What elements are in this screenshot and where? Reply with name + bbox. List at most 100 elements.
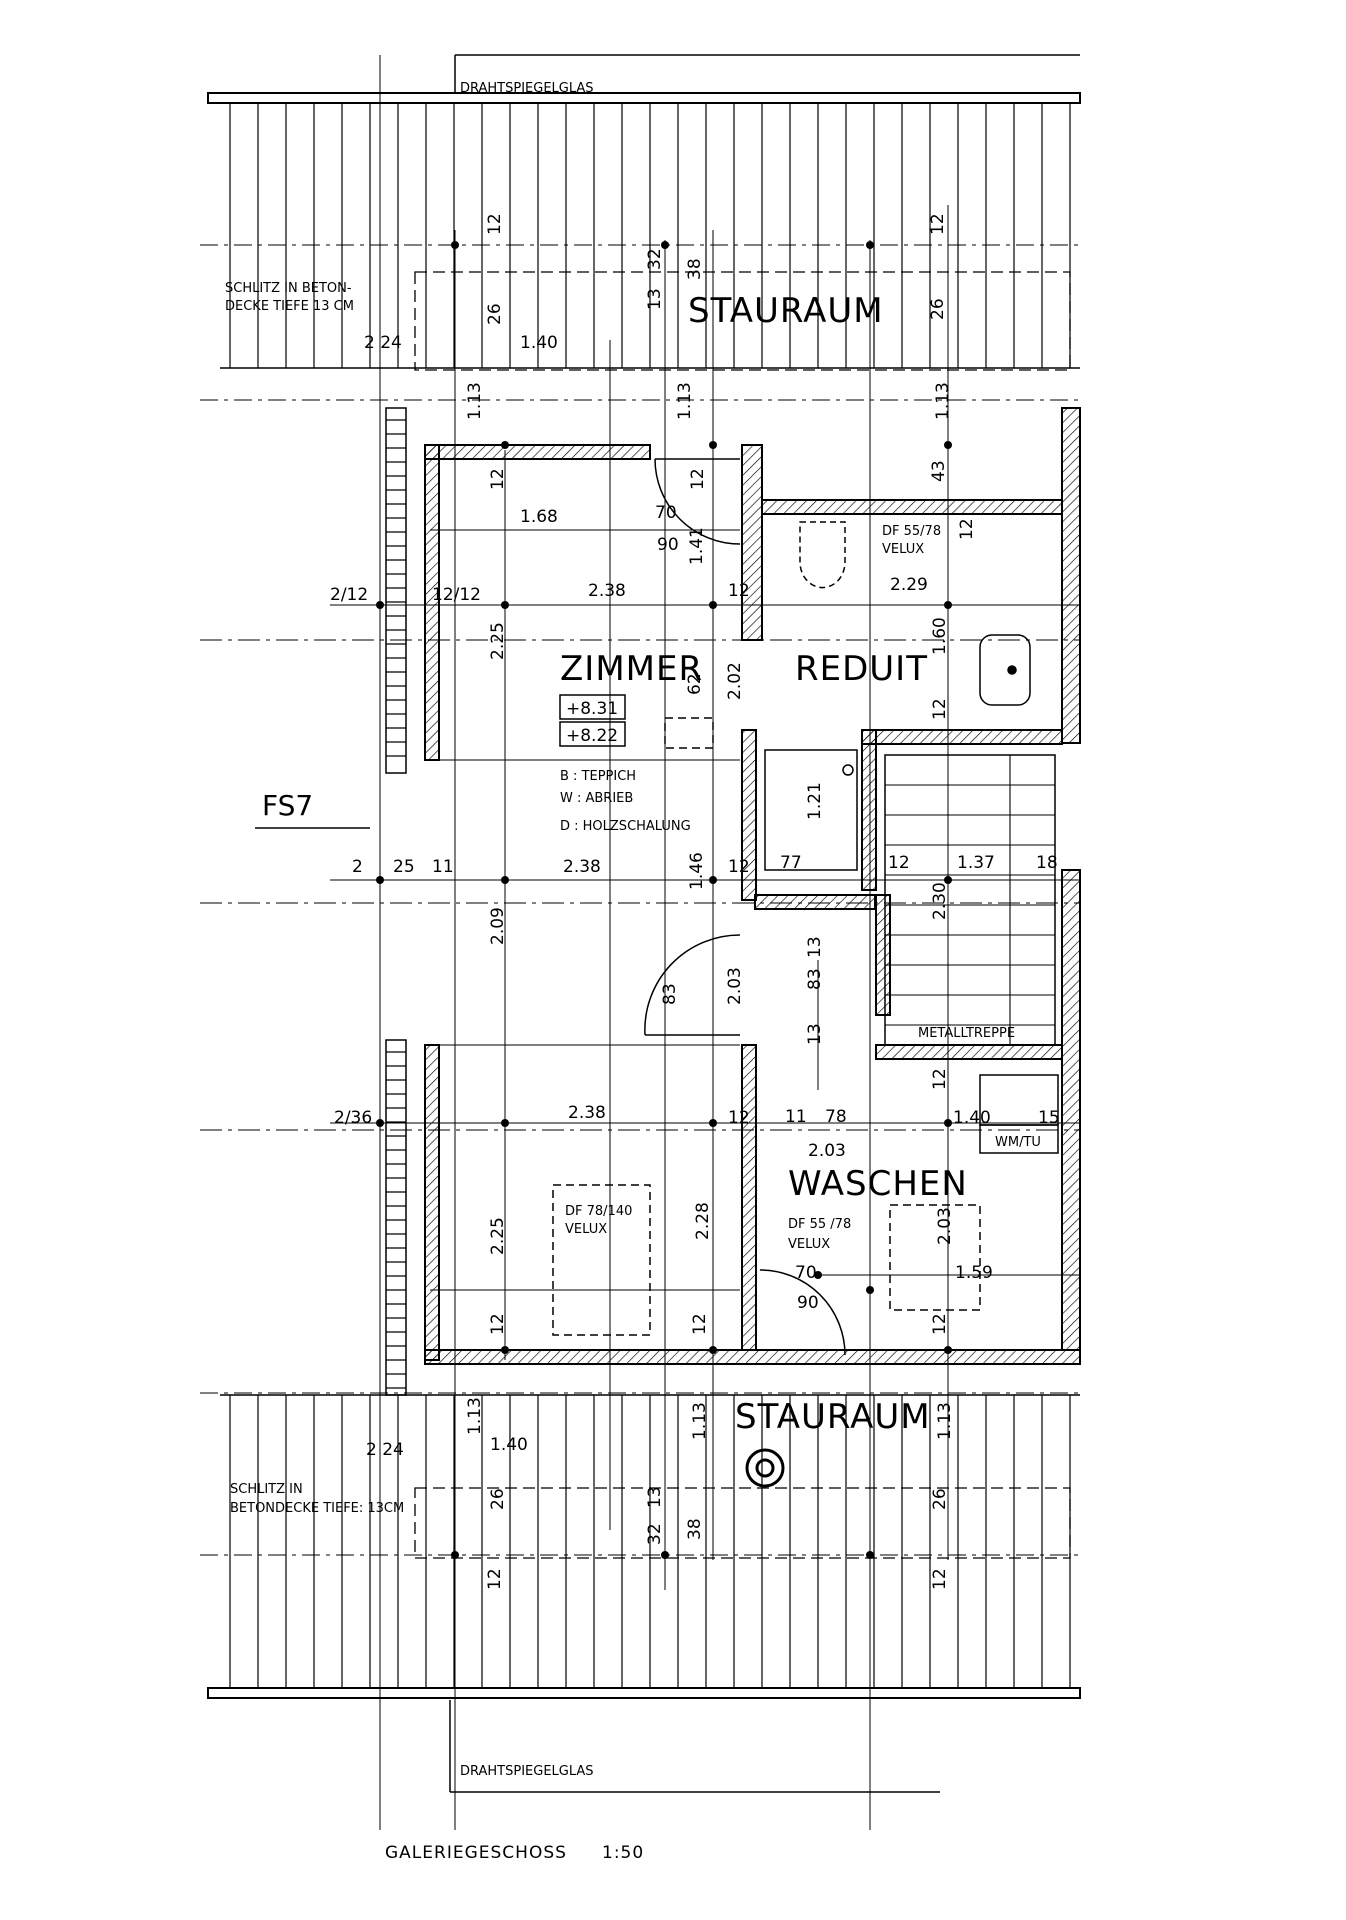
vdim-62: 62 bbox=[685, 673, 705, 695]
dim-238-c: 2.38 bbox=[568, 1103, 606, 1123]
vdim-26-a: 26 bbox=[485, 303, 505, 325]
label-glass-top: DRAHTSPIEGELGLAS bbox=[460, 81, 594, 96]
dim-2295: 2.29 bbox=[890, 575, 928, 595]
window-reduit-2: VELUX bbox=[882, 542, 924, 557]
vdim-26-b: 26 bbox=[928, 298, 948, 320]
label-zimmer: ZIMMER bbox=[560, 649, 703, 689]
dimension-dot bbox=[944, 601, 952, 609]
dimension-dot bbox=[944, 441, 952, 449]
roof-top bbox=[200, 54, 1081, 401]
window-laundry-2: VELUX bbox=[788, 1237, 830, 1252]
dim-2-36: 2/36 bbox=[334, 1108, 372, 1128]
vdim-83-b: 83 bbox=[805, 968, 825, 990]
dim-238-b: 2.38 bbox=[563, 857, 601, 877]
vdim-202: 2.02 bbox=[725, 662, 745, 700]
dimension-dot bbox=[376, 601, 384, 609]
vertical-dimensions: 2.25 2.25 2.09 2.28 1.41 1.46 2.02 2.03 … bbox=[465, 213, 977, 1590]
dim-90-b: 90 bbox=[797, 1293, 819, 1313]
dimension-dot bbox=[866, 1286, 874, 1294]
dimension-dots bbox=[376, 241, 952, 1559]
vdim-12-c: 12 bbox=[488, 468, 508, 490]
dim-2-24-bottom: 2 24 bbox=[366, 1440, 404, 1460]
vdim-203-b: 2.03 bbox=[935, 1207, 955, 1245]
dimension-dot bbox=[501, 1119, 509, 1127]
note-wm: WM/TU bbox=[995, 1135, 1041, 1150]
vdim-113-d: 1.13 bbox=[465, 1397, 485, 1435]
vdim-12-b: 12 bbox=[928, 213, 948, 235]
level-box-2 bbox=[559, 721, 626, 747]
dimension-dot bbox=[944, 1346, 952, 1354]
vdim-209: 2.09 bbox=[488, 907, 508, 945]
note-slot-bottom-1: SCHLITZ IN bbox=[230, 1482, 303, 1497]
vdim-12-d: 12 bbox=[688, 468, 708, 490]
vdim-113-e: 1.13 bbox=[690, 1402, 710, 1440]
label-fs7: FS7 bbox=[262, 789, 313, 822]
note-slot-top-2: DECKE TIEFE 13 CM bbox=[225, 299, 354, 314]
drawing-title: GALERIEGESCHOSS bbox=[385, 1843, 567, 1863]
dim-15: 15 bbox=[1038, 1108, 1060, 1128]
doors-fixtures bbox=[552, 458, 1059, 1488]
vdim-113-f: 1.13 bbox=[935, 1402, 955, 1440]
vdim-26-c: 26 bbox=[488, 1488, 508, 1510]
dim-12-laundry: 12 bbox=[728, 1108, 750, 1128]
level-1: +8.31 bbox=[566, 699, 618, 719]
dim-11: 11 bbox=[432, 857, 454, 877]
dim-168: 1.68 bbox=[520, 507, 558, 527]
note-slot-top-1: SCHLITZ IN BETON- bbox=[225, 281, 352, 296]
vdim-12-f: 12 bbox=[930, 698, 950, 720]
dim-77: 77 bbox=[780, 853, 802, 873]
stair-steps bbox=[885, 755, 1055, 1045]
dim-12-12: 12/12 bbox=[432, 585, 481, 605]
level-box-1 bbox=[559, 694, 626, 720]
dimension-dot bbox=[709, 1119, 717, 1127]
vdim-146: 1.46 bbox=[687, 852, 707, 890]
finish-ceiling: D : HOLZSCHALUNG bbox=[560, 819, 691, 834]
dim-11-laundry: 11 bbox=[785, 1107, 807, 1127]
dimension-dot bbox=[661, 241, 669, 249]
dimension-dot bbox=[709, 876, 717, 884]
vdim-13-c: 13 bbox=[805, 936, 825, 958]
vdim-13-b: 13 bbox=[645, 1486, 665, 1508]
dimension-dot bbox=[814, 1271, 822, 1279]
dim-78: 78 bbox=[825, 1107, 847, 1127]
dimension-dot bbox=[709, 1346, 717, 1354]
vdim-113-b: 1.13 bbox=[675, 382, 695, 420]
note-slot-bottom-2: BETONDECKE TIEFE: 13CM bbox=[230, 1501, 404, 1516]
vdim-121: 1.21 bbox=[805, 782, 825, 820]
dimension-dot bbox=[501, 601, 509, 609]
dim-140-bottom: 1.40 bbox=[490, 1435, 528, 1455]
dim-2-24-top: 2 24 bbox=[364, 333, 402, 353]
vdim-12-l: 12 bbox=[930, 1568, 950, 1590]
label-storage-bottom: STAURAUM bbox=[735, 1397, 931, 1437]
vdim-160: 1.60 bbox=[930, 617, 950, 655]
left-facade bbox=[385, 407, 407, 1396]
vdim-12-k: 12 bbox=[485, 1568, 505, 1590]
dimension-dot bbox=[376, 1119, 384, 1127]
dim-2: 2 bbox=[352, 857, 363, 877]
vdim-26-d: 26 bbox=[930, 1488, 950, 1510]
vdim-113-c: 1.13 bbox=[933, 382, 953, 420]
dim-70-b: 70 bbox=[795, 1263, 817, 1283]
dimension-dot bbox=[944, 876, 952, 884]
vdim-12-e: 12 bbox=[957, 518, 977, 540]
dimension-dot bbox=[501, 441, 509, 449]
dim-140-laundry: 1.40 bbox=[953, 1108, 991, 1128]
dim-12: 12 bbox=[888, 853, 910, 873]
dimension-dot bbox=[944, 1119, 952, 1127]
dim-12-door: 12 bbox=[728, 581, 750, 601]
window-room-2: VELUX bbox=[565, 1222, 607, 1237]
dimension-dot bbox=[709, 441, 717, 449]
roof-slats-bottom bbox=[229, 1395, 1071, 1688]
vdim-225-b: 2.25 bbox=[488, 1217, 508, 1255]
vdim-13-a: 13 bbox=[645, 288, 665, 310]
dimension-dot bbox=[709, 601, 717, 609]
label-storage-top: STAURAUM bbox=[688, 291, 884, 331]
vdim-43: 43 bbox=[929, 460, 949, 482]
dimension-lines bbox=[200, 55, 1080, 1830]
vdim-228: 2.28 bbox=[693, 1202, 713, 1240]
dim-12-shower: 12 bbox=[728, 857, 750, 877]
vdim-32-a: 32 bbox=[645, 248, 665, 270]
dimension-dot bbox=[866, 1551, 874, 1559]
dimension-dot bbox=[866, 241, 874, 249]
